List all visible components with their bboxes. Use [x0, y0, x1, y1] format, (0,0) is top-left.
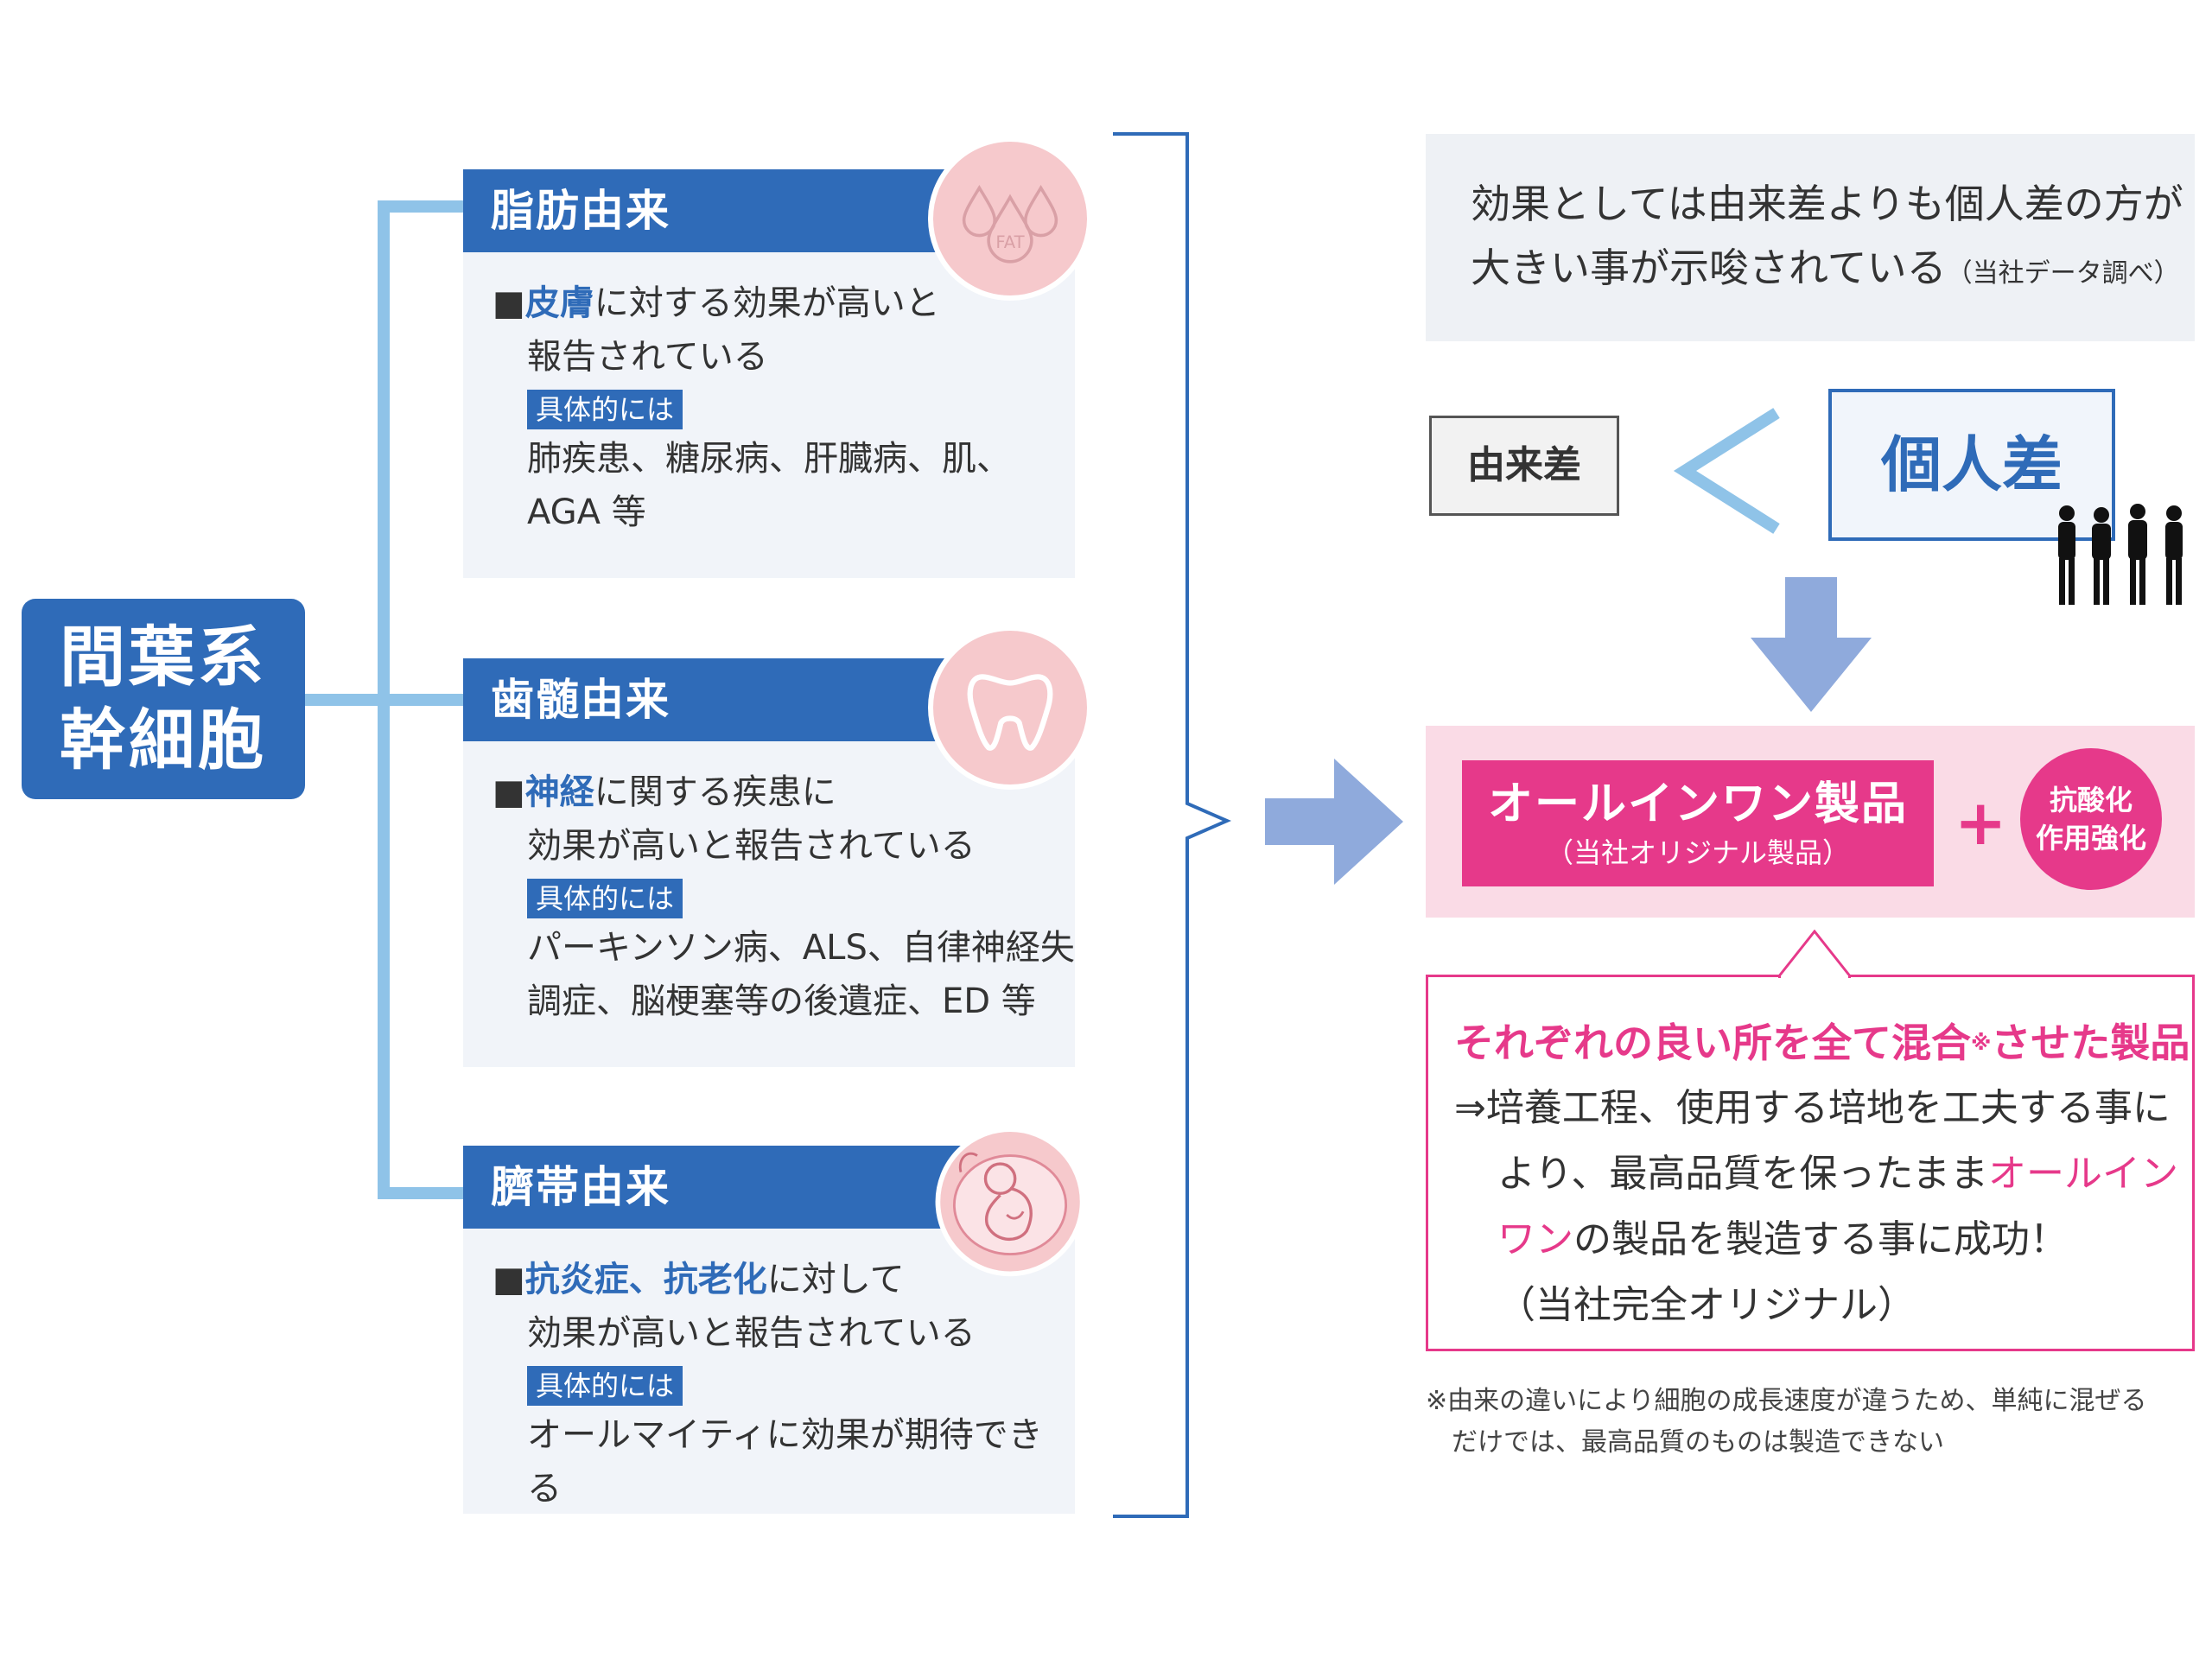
grouping-bracket [1113, 132, 1232, 1518]
line1-rest: に関する疾患に [594, 772, 836, 812]
category-line1: ■神経に関する疾患に [493, 765, 1075, 819]
antioxidant-line1: 抗酸化 [2049, 784, 2133, 816]
detail-tag: 具体的には [527, 1366, 683, 1406]
product-subtitle: （当社オリジナル製品） [1545, 836, 1850, 869]
description-title: それぞれの良い所を全て混合※させた製品 [1454, 1010, 2192, 1076]
category-header-dental-pulp: 歯髄由来 [463, 658, 982, 741]
category-line1: ■抗炎症、抗老化に対して [493, 1253, 1075, 1306]
line1-rest: に対して [766, 1260, 905, 1299]
highlight-text: 神経 [524, 772, 594, 812]
callout-pointer [1778, 930, 1851, 978]
category-line1: ■皮膚に対する効果が高いと [493, 276, 1075, 330]
connector-branch-fat [378, 200, 464, 213]
bullet: ■ [493, 772, 525, 812]
category-body-dental-pulp: ■神経に関する疾患に 効果が高いと報告されている 具体的には パーキンソン病、A… [463, 741, 1075, 1067]
note-line1: 効果としては由来差よりも個人差の方が [1471, 181, 2183, 227]
footnote: ※由来の違いにより細胞の成長速度が違うため、単純に混ぜる だけでは、最高品質のも… [1426, 1381, 2195, 1464]
note-line2: 大きい事が示唆されている [1471, 245, 1947, 291]
category-line2: 報告されている [527, 337, 768, 377]
tag-row: 具体的には [493, 384, 1075, 432]
individual-difference-box: 個人差 [1828, 389, 2115, 541]
root-label-line1: 間葉系 [60, 619, 267, 696]
note-line2-row: 大きい事が示唆されている（当社データ調べ） [1471, 236, 2195, 306]
category-title: 脂肪由来 [491, 186, 671, 236]
less-than-symbol-icon [1673, 408, 1780, 534]
product-name: オールインワン製品 [1487, 778, 1908, 830]
category-body-fat: ■皮膚に対する効果が高いと 報告されている 具体的には 肺疾患、糖尿病、肝臓病、… [463, 252, 1075, 578]
connector-branch-pulp [378, 694, 464, 706]
category-body-umbilical: ■抗炎症、抗老化に対して 効果が高いと報告されている 具体的には オールマイティ… [463, 1229, 1075, 1514]
flow-arrow-right-icon [1265, 759, 1403, 885]
description-line1: ⇒培養工程、使用する培地を工夫する事に [1454, 1086, 2171, 1130]
antioxidant-line2: 作用強化 [2035, 822, 2146, 854]
title-part-b: させた製品 [1991, 1020, 2190, 1066]
line3-text: の製品を製造する事に成功！ [1573, 1217, 2068, 1261]
origin-difference-box: 由来差 [1429, 416, 1619, 516]
line3-highlight: ワン [1497, 1217, 1573, 1261]
tag-row: 具体的には [493, 1360, 1075, 1408]
line1-rest: に対する効果が高いと [594, 283, 940, 323]
tooth-icon [928, 626, 1092, 790]
line2-text: より、最高品質を保ったまま [1497, 1152, 1989, 1196]
detail-line1: オールマイティに効果が期待できる [527, 1415, 1043, 1509]
all-in-one-product-box: オールインワン製品 （当社オリジナル製品） [1462, 760, 1934, 886]
footnote-line1: ※由来の違いにより細胞の成長速度が違うため、単純に混ぜる [1426, 1386, 2147, 1416]
antioxidant-badge: 抗酸化 作用強化 [2020, 748, 2162, 890]
title-part-a: それぞれの良い所を全て混合 [1454, 1020, 1971, 1066]
category-title: 歯髄由来 [491, 675, 671, 725]
detail-line2: AGA 等 [527, 492, 646, 532]
fat-droplets-icon: FAT [928, 137, 1092, 301]
category-line2: 効果が高いと報告されている [527, 1313, 976, 1353]
fetus-icon [928, 1116, 1092, 1280]
detail-tag: 具体的には [527, 390, 683, 429]
plus-sign: + [1955, 786, 2007, 859]
product-description-callout: それぞれの良い所を全て混合※させた製品 ⇒培養工程、使用する培地を工夫する事に … [1426, 975, 2195, 1351]
detail-tag: 具体的には [527, 879, 683, 918]
root-node-mesenchymal-stem-cell: 間葉系 幹細胞 [22, 599, 305, 799]
category-line2: 効果が高いと報告されている [527, 826, 976, 866]
category-header-umbilical: 臍帯由来 [463, 1146, 982, 1229]
bullet: ■ [493, 283, 525, 323]
category-header-fat: 脂肪由来 [463, 169, 982, 252]
title-footnote-mark: ※ [1971, 1031, 1992, 1055]
bullet: ■ [493, 1260, 525, 1299]
flow-arrow-down-icon [1751, 577, 1872, 712]
highlight-text: 抗炎症、抗老化 [524, 1260, 767, 1299]
fat-icon-label: FAT [995, 232, 1025, 252]
connector-root-horizontal [305, 694, 390, 706]
detail-line2: 調症、脳梗塞等の後遺症、ED 等 [527, 981, 1036, 1021]
connector-branch-umbilical [378, 1187, 464, 1199]
people-silhouette-icon [2058, 504, 2183, 605]
tag-row: 具体的には [493, 873, 1075, 921]
description-line2: より、最高品質を保ったままオールイン [1454, 1141, 2192, 1207]
detail-line1: 肺疾患、糖尿病、肝臓病、肌、 [527, 439, 1011, 479]
line2-highlight: オールイン [1988, 1152, 2179, 1196]
detail-line1: パーキンソン病、ALS、自律神経失 [527, 928, 1075, 968]
description-line3: ワンの製品を製造する事に成功！ [1454, 1207, 2192, 1273]
finding-note: 効果としては由来差よりも個人差の方が 大きい事が示唆されている（当社データ調べ） [1426, 134, 2195, 341]
note-source: （当社データ調べ） [1946, 258, 2180, 289]
root-label-line2: 幹細胞 [60, 702, 267, 778]
highlight-text: 皮膚 [524, 283, 594, 323]
footnote-line2: だけでは、最高品質のものは製造できない [1452, 1427, 1944, 1458]
category-title: 臍帯由来 [491, 1162, 671, 1212]
description-line4: （当社完全オリジナル） [1497, 1283, 1916, 1327]
